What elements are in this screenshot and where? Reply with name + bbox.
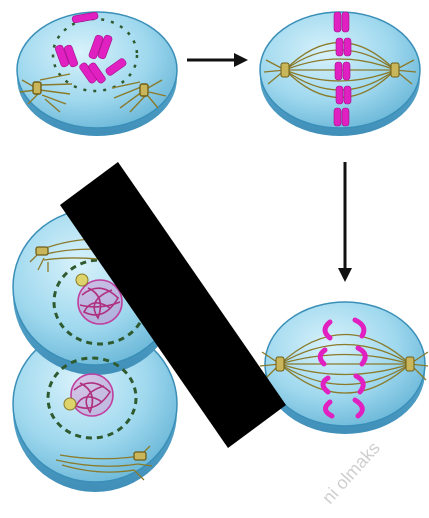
centrosome-left-anaphase (276, 357, 284, 371)
centrosome-left (281, 63, 289, 77)
nucleolus-lower (64, 398, 76, 410)
cell-metaphase (260, 12, 420, 136)
cell-anaphase (260, 302, 428, 434)
centrosome-right-anaphase (406, 357, 414, 371)
centrosome-right (391, 63, 399, 77)
nucleolus-upper (76, 274, 88, 286)
cell-prophase (17, 12, 177, 136)
chromatin-upper (78, 280, 122, 324)
chromatin-lower (71, 374, 113, 416)
arrow-down (338, 162, 352, 282)
arrow-right (187, 53, 248, 67)
watermark-text: ni olmaks (318, 438, 384, 508)
